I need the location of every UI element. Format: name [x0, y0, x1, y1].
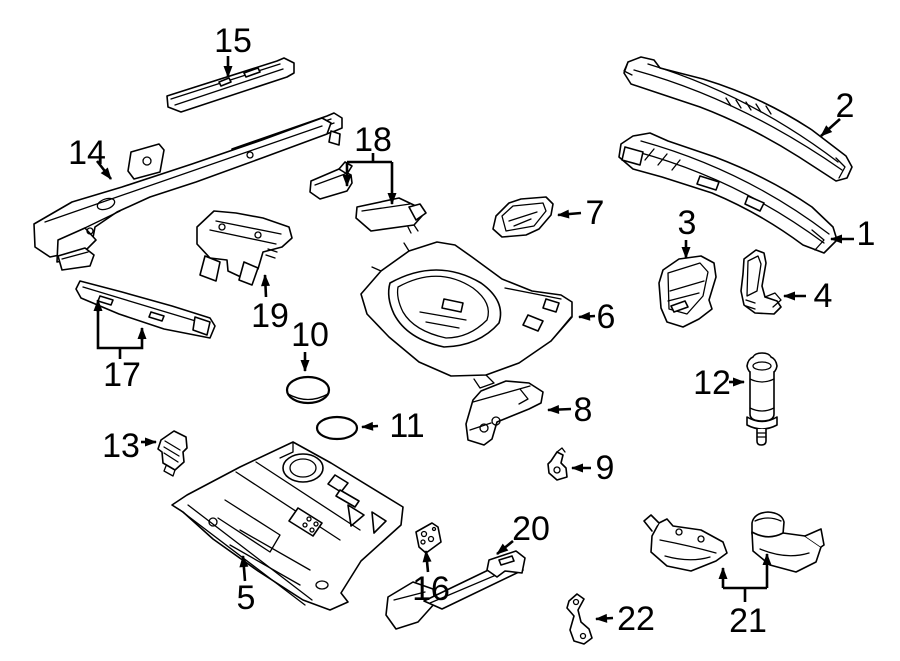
callout-5-label[interactable]: 5 — [237, 579, 256, 617]
callout-8-label[interactable]: 8 — [574, 391, 593, 429]
callout-3: 3 — [678, 204, 697, 259]
part-7-drawing[interactable] — [492, 196, 554, 238]
callout-7-leader — [557, 209, 582, 219]
callout-6: 6 — [578, 298, 616, 336]
part-9-drawing[interactable] — [547, 447, 568, 481]
callout-6-leader — [578, 311, 596, 321]
callout-11-leader — [361, 421, 379, 431]
callout-9: 9 — [571, 449, 615, 487]
callout-4: 4 — [783, 277, 833, 315]
part-11-drawing[interactable] — [315, 415, 359, 441]
part-4-drawing[interactable] — [740, 249, 782, 315]
callout-17: 17 — [93, 299, 147, 394]
callout-21-label[interactable]: 21 — [729, 602, 767, 640]
callout-8: 8 — [547, 391, 593, 429]
callout-10: 10 — [291, 316, 329, 372]
part-19-drawing[interactable] — [196, 210, 293, 286]
part-1-drawing[interactable] — [618, 132, 838, 254]
part-5-drawing[interactable] — [171, 441, 404, 611]
callout-19-label[interactable]: 19 — [251, 297, 289, 335]
callout-16-leader — [422, 550, 432, 573]
callout-1: 1 — [830, 215, 876, 253]
callout-14-leader — [95, 160, 113, 180]
callout-12-label[interactable]: 12 — [693, 364, 731, 402]
callout-14: 14 — [68, 134, 113, 180]
callout-8-leader — [547, 405, 572, 415]
callout-22: 22 — [595, 600, 655, 638]
callout-11: 11 — [361, 407, 425, 445]
callout-12: 12 — [693, 364, 745, 402]
callout-18-bracket — [347, 153, 392, 164]
part-21-drawing[interactable] — [643, 511, 825, 573]
callout-18: 18 — [342, 121, 397, 205]
callout-20: 20 — [496, 510, 550, 556]
callout-4-label[interactable]: 4 — [814, 277, 833, 315]
part-3-drawing[interactable] — [658, 255, 717, 328]
callout-20-leader — [496, 539, 514, 556]
part-17-drawing[interactable] — [57, 247, 216, 339]
callout-22-leader — [595, 613, 614, 623]
callout-2-leader — [820, 118, 841, 137]
part-10-drawing[interactable] — [285, 375, 331, 405]
callout-17-label[interactable]: 17 — [103, 356, 141, 394]
callout-19-leader — [261, 274, 270, 298]
callout-10-label[interactable]: 10 — [291, 316, 329, 354]
callout-11-label[interactable]: 11 — [389, 407, 424, 445]
part-16-drawing[interactable] — [415, 522, 442, 554]
callout-15: 15 — [214, 22, 252, 78]
callout-15-label[interactable]: 15 — [214, 22, 252, 60]
part-13-drawing[interactable] — [157, 430, 188, 477]
part-18-drawing[interactable] — [309, 161, 427, 234]
callout-9-label[interactable]: 9 — [596, 449, 615, 487]
part-22-drawing[interactable] — [566, 593, 593, 645]
part-15-drawing[interactable] — [166, 57, 295, 113]
callout-21-bracket — [723, 586, 767, 602]
callout-20-label[interactable]: 20 — [512, 510, 550, 548]
callout-2-label[interactable]: 2 — [836, 87, 855, 125]
part-8-drawing[interactable] — [465, 380, 544, 446]
callout-21: 21 — [718, 553, 772, 640]
part-20-drawing[interactable] — [385, 550, 526, 630]
callout-7: 7 — [557, 194, 605, 232]
callout-1-label[interactable]: 1 — [857, 215, 876, 253]
callout-14-label[interactable]: 14 — [68, 134, 106, 172]
part-12-drawing[interactable] — [746, 352, 778, 446]
callout-17-bracket — [96, 310, 144, 359]
callout-19: 19 — [251, 274, 289, 335]
callout-22-label[interactable]: 22 — [617, 600, 655, 638]
callout-3-label[interactable]: 3 — [678, 204, 697, 242]
part-2-drawing[interactable] — [623, 56, 853, 182]
callout-2: 2 — [820, 87, 855, 137]
callout-13: 13 — [102, 427, 157, 465]
callout-18-label[interactable]: 18 — [354, 121, 392, 159]
callout-16: 16 — [412, 550, 450, 608]
callout-5: 5 — [237, 555, 256, 617]
callout-6-label[interactable]: 6 — [597, 298, 616, 336]
part-6-drawing[interactable] — [360, 241, 573, 389]
callout-5-leader — [239, 555, 249, 582]
callout-16-label[interactable]: 16 — [412, 570, 450, 608]
callout-7-label[interactable]: 7 — [586, 194, 605, 232]
callout-13-label[interactable]: 13 — [102, 427, 140, 465]
